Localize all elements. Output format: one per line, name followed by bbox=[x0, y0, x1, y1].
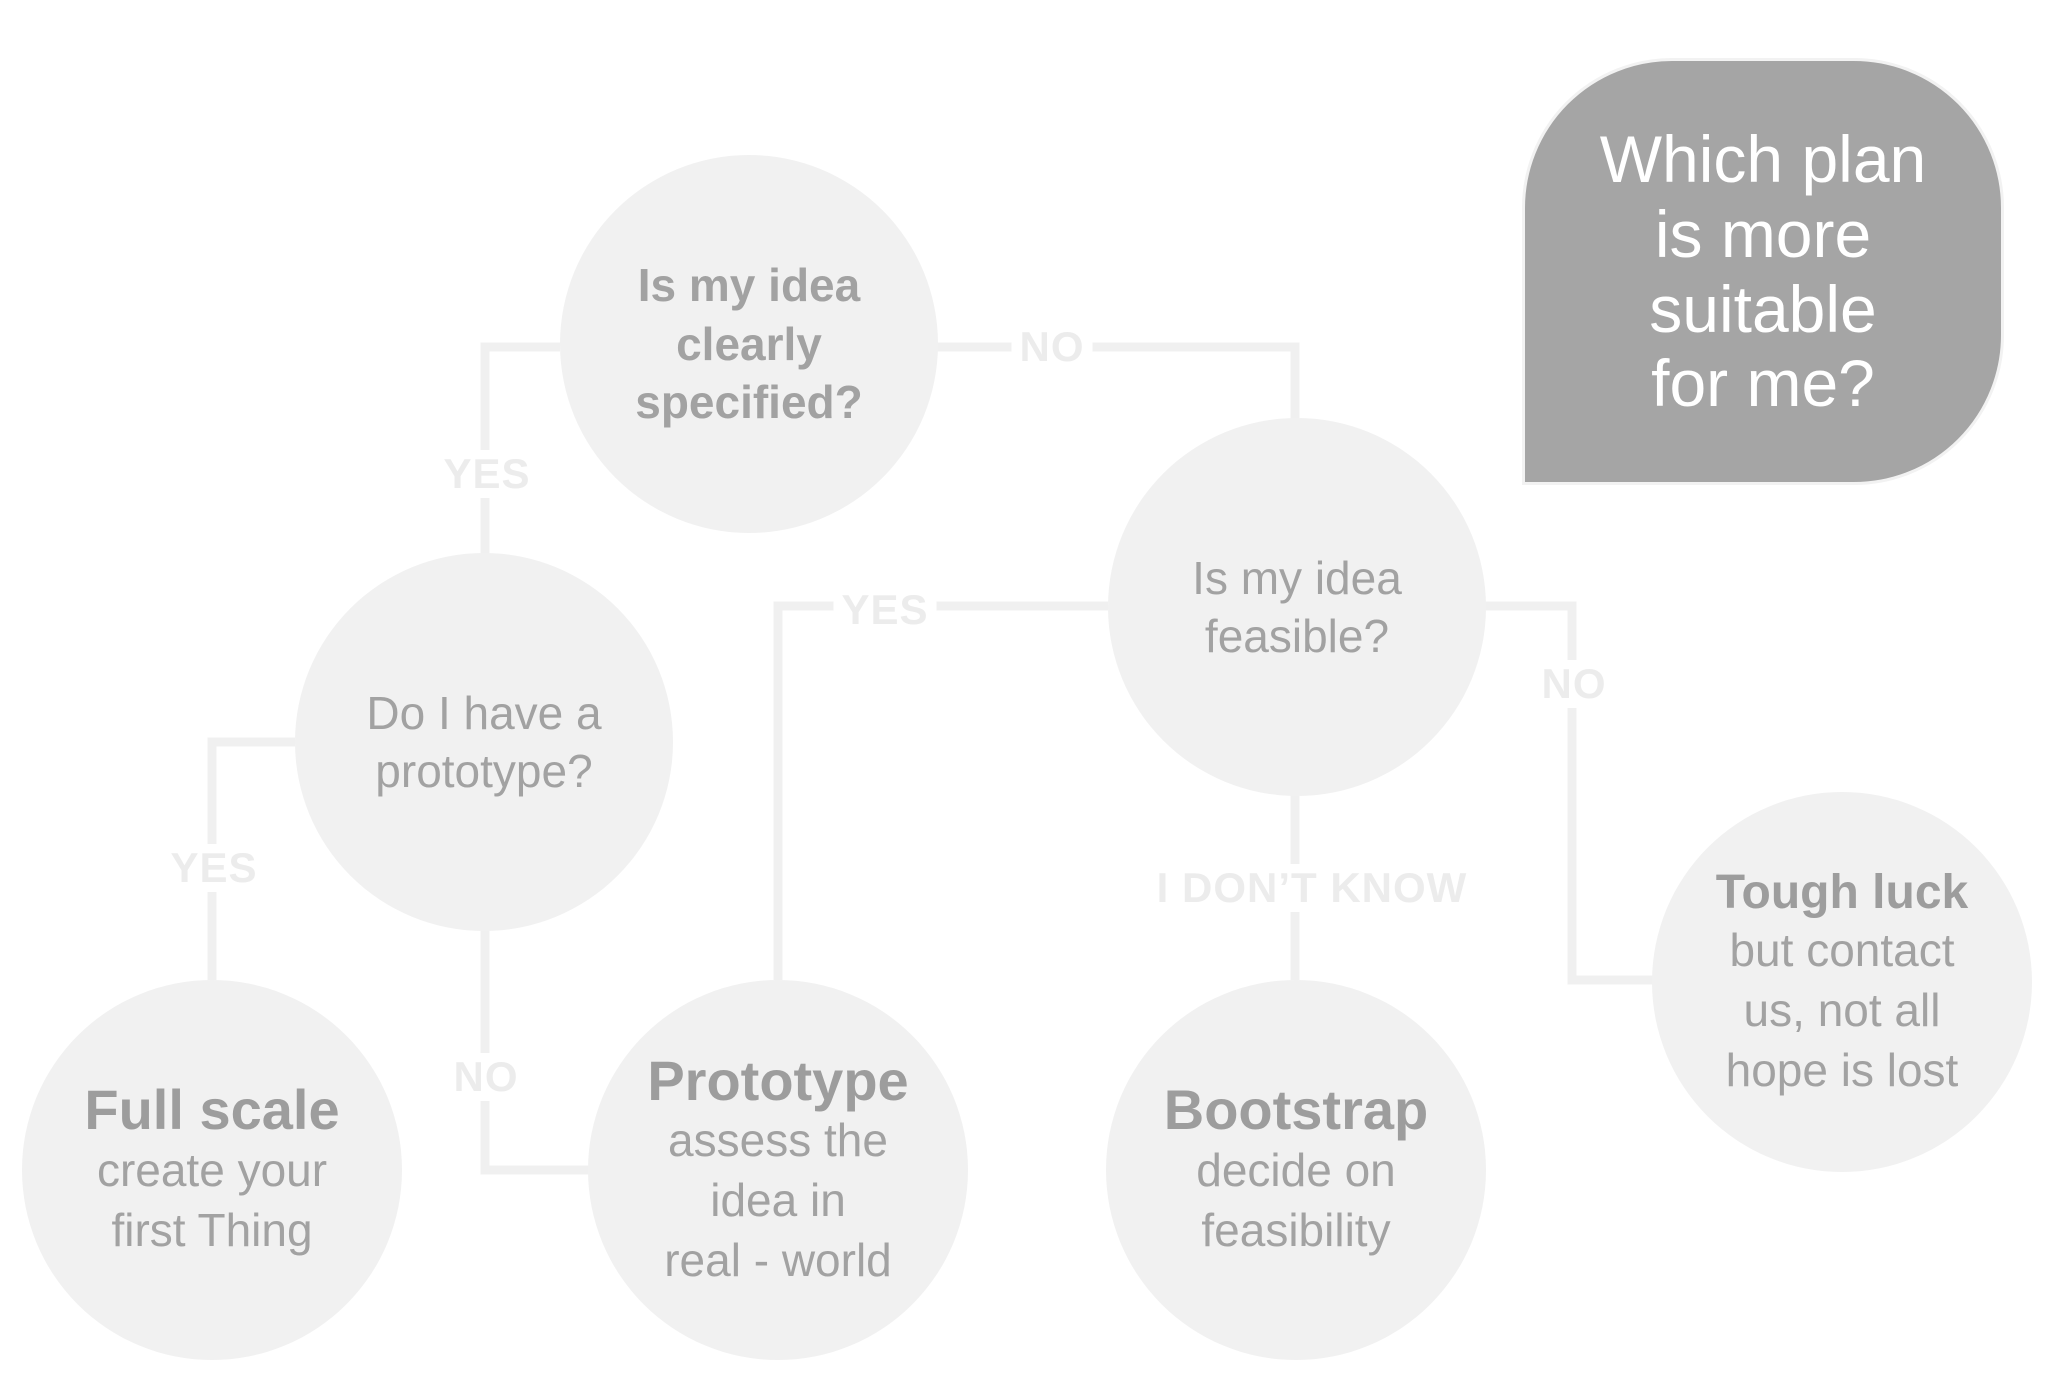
connector-feasible-yes bbox=[773, 601, 1108, 980]
connector-specified-no bbox=[935, 342, 1300, 420]
outcome-prototype-line: assess the bbox=[668, 1114, 888, 1167]
outcome-prototype: Prototype assess the idea in real - worl… bbox=[588, 980, 968, 1360]
outcome-full-scale: Full scale create your first Thing bbox=[22, 980, 402, 1360]
outcome-prototype-line: real - world bbox=[664, 1233, 892, 1286]
node-have-prototype: Do I have a prototype? bbox=[295, 553, 673, 931]
outcome-tough-luck: Tough luck but contact us, not all hope … bbox=[1652, 792, 2032, 1172]
outcome-bootstrap-title: Bootstrap bbox=[1163, 1078, 1429, 1142]
outcome-prototype-line: idea in bbox=[710, 1173, 846, 1226]
edge-label-specified-no: NO bbox=[1011, 323, 1093, 371]
edge-label-specified-yes: YES bbox=[435, 450, 539, 498]
connector-feasible-no bbox=[1485, 601, 1655, 985]
outcome-full-scale-line: create your bbox=[96, 1144, 328, 1196]
node-idea-specified-line: clearly bbox=[676, 317, 822, 370]
edge-label-feasible-unknown: I DON’T KNOW bbox=[1148, 864, 1476, 912]
connector-prototype-yes bbox=[207, 737, 295, 980]
question-callout: Which plan is more suitable for me? bbox=[1522, 58, 2004, 485]
outcome-bootstrap-line: decide on bbox=[1196, 1144, 1396, 1196]
node-idea-feasible-line: Is my idea bbox=[1192, 551, 1402, 604]
node-idea-feasible: Is my idea feasible? bbox=[1108, 418, 1486, 796]
node-idea-specified-line: specified? bbox=[635, 376, 863, 429]
outcome-bootstrap-line: feasibility bbox=[1201, 1203, 1391, 1256]
outcome-full-scale-line: first Thing bbox=[111, 1203, 313, 1256]
question-line: is more bbox=[1654, 196, 1872, 271]
node-idea-feasible-line: feasible? bbox=[1204, 610, 1390, 662]
connector-prototype-no bbox=[480, 930, 590, 1175]
node-idea-specified-line: Is my idea bbox=[637, 259, 861, 312]
outcome-tough-luck-title: Tough luck bbox=[1715, 865, 1969, 919]
outcome-tough-luck-line: us, not all bbox=[1743, 983, 1941, 1036]
question-line: suitable bbox=[1649, 271, 1877, 346]
outcome-full-scale-title: Full scale bbox=[84, 1078, 340, 1142]
outcome-prototype-title: Prototype bbox=[647, 1048, 909, 1112]
outcome-tough-luck-line: but contact bbox=[1729, 924, 1955, 977]
node-have-prototype-line: prototype? bbox=[375, 745, 593, 797]
outcome-tough-luck-line: hope is lost bbox=[1725, 1043, 1959, 1096]
edge-label-feasible-no: NO bbox=[1533, 660, 1615, 708]
node-have-prototype-line: Do I have a bbox=[366, 686, 602, 739]
edge-label-prototype-no: NO bbox=[445, 1053, 527, 1101]
edge-label-feasible-yes: YES bbox=[833, 586, 937, 634]
node-idea-specified: Is my idea clearly specified? bbox=[560, 155, 938, 533]
outcome-bootstrap: Bootstrap decide on feasibility bbox=[1106, 980, 1486, 1360]
question-line: for me? bbox=[1651, 346, 1875, 421]
question-line: Which plan bbox=[1599, 122, 1927, 197]
edge-label-prototype-yes: YES bbox=[162, 844, 266, 892]
